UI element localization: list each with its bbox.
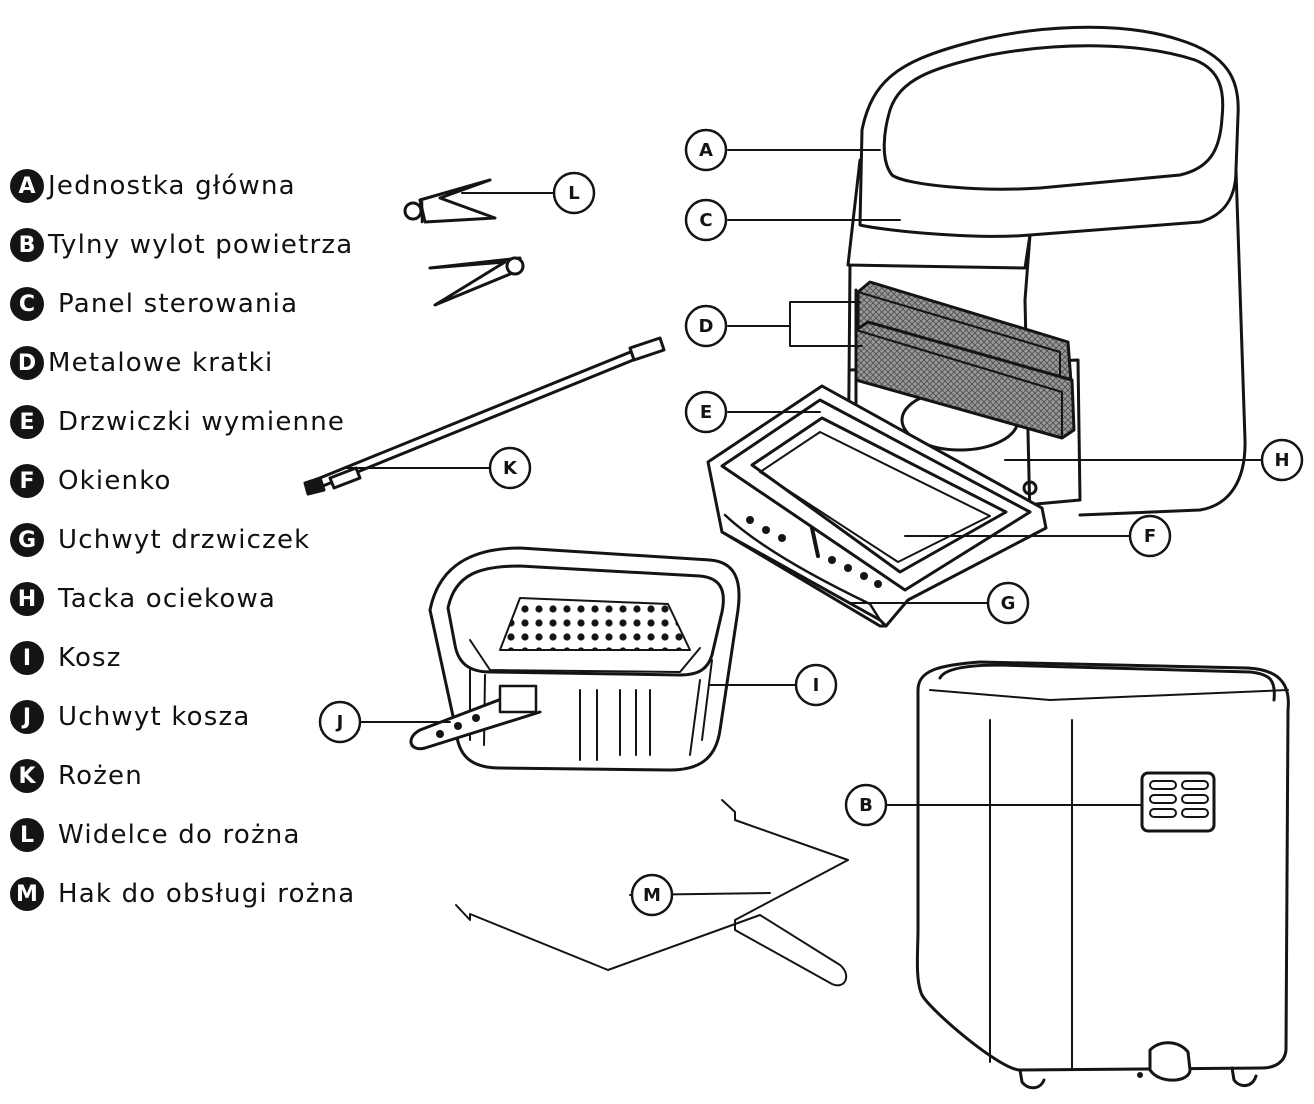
callout-G: G: [986, 581, 1030, 625]
svg-text:D: D: [699, 316, 714, 337]
rotisserie-hook-illustration: [455, 799, 849, 987]
legend-label: Uchwyt kosza: [58, 702, 251, 732]
svg-text:I: I: [813, 675, 820, 696]
callout-K: K: [488, 446, 532, 490]
svg-text:G: G: [1001, 593, 1016, 614]
legend-item-H: H Tacka ociekowa: [10, 579, 276, 619]
callout-J: J: [318, 700, 362, 744]
legend-badge: J: [10, 700, 44, 734]
callout-E: E: [684, 390, 728, 434]
legend-label: Panel sterowania: [58, 289, 299, 319]
door-illustration: [706, 384, 1048, 628]
legend-badge: L: [10, 818, 44, 852]
callout-D: D: [684, 304, 728, 348]
svg-text:J: J: [335, 712, 344, 733]
legend-badge: I: [10, 641, 44, 675]
legend-item-D: D Metalowe kratki: [10, 343, 273, 383]
legend-badge: E: [10, 405, 44, 439]
rotisserie-rod-illustration: [303, 336, 666, 496]
legend-item-M: M Hak do obsługi rożna: [10, 874, 355, 914]
svg-text:F: F: [1144, 526, 1156, 547]
svg-text:B: B: [859, 795, 873, 816]
legend-label: Widelce do rożna: [58, 820, 301, 850]
legend-label: Tylny wylot powietrza: [48, 230, 354, 260]
legend-label: Uchwyt drzwiczek: [58, 525, 311, 555]
legend-label: Rożen: [58, 761, 143, 791]
legend-item-E: E Drzwiczki wymienne: [10, 402, 345, 442]
callout-L: L: [552, 171, 596, 215]
legend-item-K: K Rożen: [10, 756, 143, 796]
legend-item-G: G Uchwyt drzwiczek: [10, 520, 310, 560]
legend-badge: D: [10, 346, 44, 380]
legend-item-L: L Widelce do rożna: [10, 815, 301, 855]
metal-racks-illustration: [854, 280, 1076, 440]
callout-F: F: [1128, 514, 1172, 558]
legend-label: Tacka ociekowa: [58, 584, 277, 614]
legend-badge: B: [10, 228, 44, 262]
svg-text:A: A: [699, 140, 713, 161]
svg-text:M: M: [643, 885, 661, 906]
legend-label: Jednostka główna: [48, 171, 296, 201]
legend-item-I: I Kosz: [10, 638, 122, 678]
legend-label: Metalowe kratki: [48, 348, 274, 378]
legend-badge: C: [10, 287, 44, 321]
legend-badge: F: [10, 464, 44, 498]
legend-label: Drzwiczki wymienne: [58, 407, 346, 437]
legend-item-A: A Jednostka główna: [10, 166, 296, 206]
legend-item-F: F Okienko: [10, 461, 172, 501]
legend-badge: A: [10, 169, 44, 203]
callout-I: I: [794, 663, 838, 707]
callout-H: H: [1260, 438, 1304, 482]
legend-badge: H: [10, 582, 44, 616]
legend-badge: M: [10, 877, 44, 911]
rotisserie-forks-illustration: [403, 178, 525, 307]
callouts: A C D E H F G I J K L M B: [318, 128, 1304, 917]
callout-A: A: [684, 128, 728, 172]
legend-label: Hak do obsługi rożna: [58, 879, 356, 909]
svg-text:C: C: [699, 210, 712, 231]
back-unit-illustration: [915, 660, 1290, 1090]
callout-C: C: [684, 198, 728, 242]
legend-item-C: C Panel sterowania: [10, 284, 298, 324]
legend-item-B: B Tylny wylot powietrza: [10, 225, 353, 265]
legend-label: Okienko: [58, 466, 172, 496]
callout-B: B: [844, 783, 888, 827]
svg-text:E: E: [700, 402, 712, 423]
svg-text:K: K: [503, 458, 518, 479]
svg-text:L: L: [568, 183, 579, 204]
svg-text:H: H: [1274, 450, 1289, 471]
legend-badge: K: [10, 759, 44, 793]
legend-label: Kosz: [58, 643, 122, 673]
callout-M: M: [630, 873, 674, 917]
basket-illustration: [409, 546, 741, 772]
legend-item-J: J Uchwyt kosza: [10, 697, 250, 737]
legend-badge: G: [10, 523, 44, 557]
